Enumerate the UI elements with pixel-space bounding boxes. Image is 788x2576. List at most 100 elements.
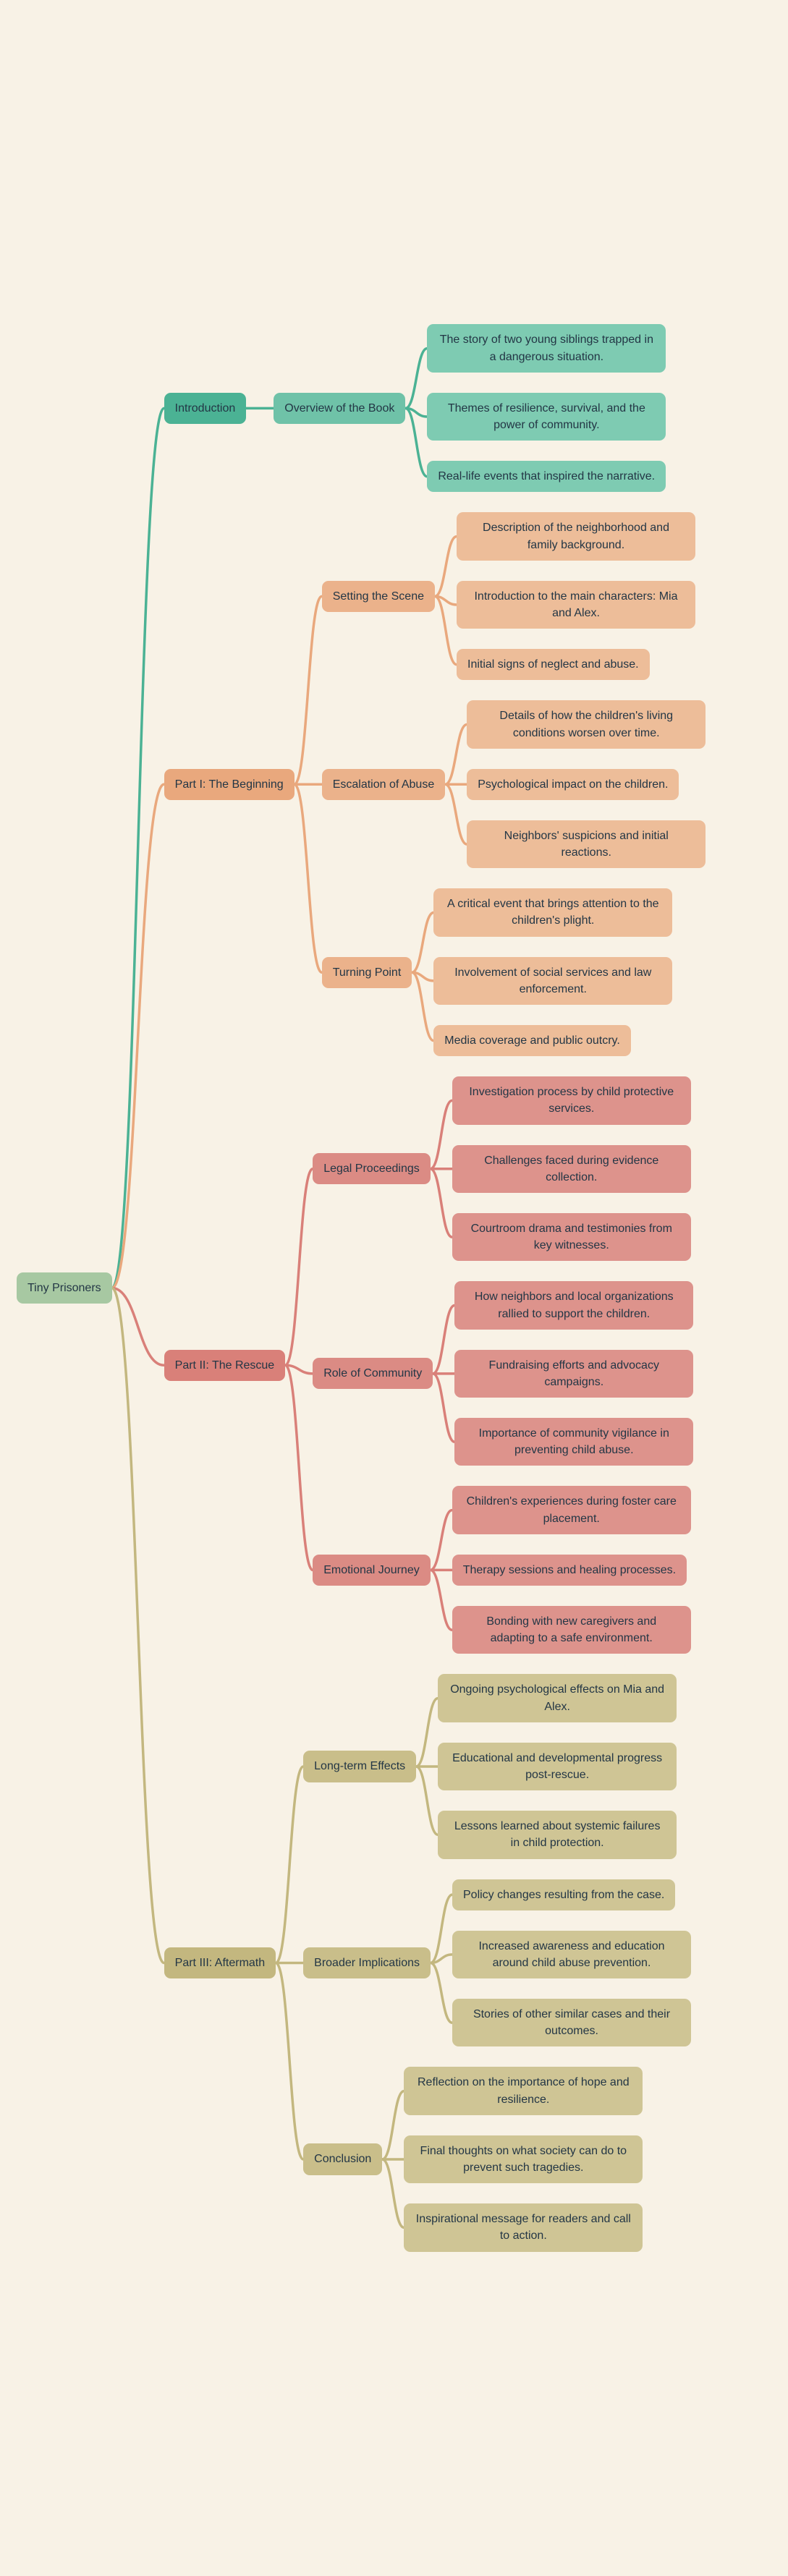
children-group: Setting the Scene Description of the neig…	[321, 512, 706, 1057]
node-final-thoughts-on-what-society-can-do-to-prevent[interactable]: Final thoughts on what society can do to…	[404, 2135, 643, 2184]
mindmap-branch-row: Overview of the Book The story of two you…	[274, 324, 666, 493]
children-group: Introduction Overview of the Book The stor…	[164, 324, 706, 2252]
node-a-critical-event-that-brings-attention-to-the-ch[interactable]: A critical event that brings attention t…	[433, 888, 673, 937]
node-courtroom-drama-and-testimonies-from-key-witness[interactable]: Courtroom drama and testimonies from key…	[452, 1212, 691, 1262]
mindmap-branch-row: Investigation process by child protectiv…	[452, 1076, 691, 1125]
node-ongoing-psychological-effects-on-mia-and-alex[interactable]: Ongoing psychological effects on Mia and…	[438, 1674, 677, 1722]
children-group: Description of the neighborhood and fami…	[457, 512, 695, 681]
mindmap-branch-row: Therapy sessions and healing processes.	[452, 1554, 691, 1586]
mindmap-branch-row: Neighbors' suspicions and initial reacti…	[467, 820, 706, 869]
mindmap-branch-row: Fundraising efforts and advocacy campaig…	[454, 1349, 694, 1398]
node-long-term-effects[interactable]: Long-term Effects	[303, 1751, 417, 1782]
mindmap-branch-row: Inspirational message for readers and ca…	[404, 2203, 643, 2252]
node-broader-implications[interactable]: Broader Implications	[303, 1947, 431, 1979]
mindmap-branch-row: Reflection on the importance of hope and…	[404, 2067, 643, 2115]
children-group: Children's experiences during foster car…	[452, 1486, 691, 1654]
mindmap-branch-row: Conclusion Reflection on the importance o…	[303, 2067, 691, 2252]
children-group: The story of two young siblings trapped …	[427, 324, 666, 493]
mindmap-branch-row: Long-term Effects Ongoing psychological e…	[303, 1674, 691, 1859]
node-policy-changes-resulting-from-the-case[interactable]: Policy changes resulting from the case.	[452, 1879, 676, 1910]
node-introduction[interactable]: Introduction	[164, 392, 247, 424]
node-turning-point[interactable]: Turning Point	[321, 956, 412, 988]
mindmap-branch-row: Increased awareness and education around…	[452, 1930, 691, 1979]
children-group: Policy changes resulting from the case. I…	[452, 1879, 691, 2047]
node-conclusion[interactable]: Conclusion	[303, 2143, 383, 2175]
children-group: Investigation process by child protectiv…	[452, 1076, 691, 1262]
node-description-of-the-neighborhood-and-family-backg[interactable]: Description of the neighborhood and fami…	[457, 512, 695, 561]
mindmap-branch-row: Initial signs of neglect and abuse.	[457, 649, 695, 681]
mindmap-branch-row: Description of the neighborhood and fami…	[457, 512, 695, 561]
node-therapy-sessions-and-healing-processes[interactable]: Therapy sessions and healing processes.	[452, 1554, 687, 1586]
node-setting-the-scene[interactable]: Setting the Scene	[321, 580, 435, 612]
node-media-coverage-and-public-outcry[interactable]: Media coverage and public outcry.	[433, 1025, 631, 1057]
node-escalation-of-abuse[interactable]: Escalation of Abuse	[321, 768, 446, 800]
mindmap-branch-row: Final thoughts on what society can do to…	[404, 2135, 643, 2184]
children-group: Ongoing psychological effects on Mia and…	[438, 1674, 677, 1859]
children-group: Legal Proceedings Investigation process b…	[313, 1076, 694, 1654]
node-fundraising-efforts-and-advocacy-campaigns[interactable]: Fundraising efforts and advocacy campaig…	[454, 1349, 694, 1398]
mindmap-branch-row: Stories of other similar cases and their…	[452, 1999, 691, 2047]
children-group: A critical event that brings attention t…	[433, 888, 673, 1057]
mindmap-branch-row: Real-life events that inspired the narra…	[427, 461, 666, 493]
node-initial-signs-of-neglect-and-abuse[interactable]: Initial signs of neglect and abuse.	[457, 649, 650, 681]
mindmap-branch-row: Broader Implications Policy changes resul…	[303, 1879, 691, 2047]
node-role-of-community[interactable]: Role of Community	[313, 1358, 433, 1390]
node-lessons-learned-about-systemic-failures-in-child[interactable]: Lessons learned about systemic failures …	[438, 1811, 677, 1859]
mindmap-branch-row: Psychological impact on the children.	[467, 768, 706, 800]
children-group: Reflection on the importance of hope and…	[404, 2067, 643, 2252]
mindmap-branch-row: Importance of community vigilance in pre…	[454, 1418, 694, 1466]
node-themes-of-resilience-survival-and-the-power-of-c[interactable]: Themes of resilience, survival, and the …	[427, 392, 666, 441]
children-group: Long-term Effects Ongoing psychological e…	[303, 1674, 691, 2252]
node-legal-proceedings[interactable]: Legal Proceedings	[313, 1153, 431, 1185]
mindmap-branch-row: Bonding with new caregivers and adapting…	[452, 1606, 691, 1654]
mindmap-branch-row: Details of how the children's living con…	[467, 700, 706, 749]
node-increased-awareness-and-education-around-child-a[interactable]: Increased awareness and education around…	[452, 1930, 691, 1979]
node-part-ii-the-rescue[interactable]: Part II: The Rescue	[164, 1349, 286, 1381]
mindmap-branch-row: Part III: Aftermath Long-term Effects Ongo…	[164, 1674, 706, 2252]
children-group: Overview of the Book The story of two you…	[274, 324, 666, 493]
node-bonding-with-new-caregivers-and-adapting-to-a-sa[interactable]: Bonding with new caregivers and adapting…	[452, 1606, 691, 1654]
mindmap-branch-row: Introduction to the main characters: Mia…	[457, 580, 695, 629]
node-involvement-of-social-services-and-law-enforceme[interactable]: Involvement of social services and law e…	[433, 956, 673, 1005]
node-details-of-how-the-children-s-living-conditions-[interactable]: Details of how the children's living con…	[467, 700, 706, 749]
mindmap-branch-row: Ongoing psychological effects on Mia and…	[438, 1674, 677, 1722]
mindmap-branch-row: How neighbors and local organizations ra…	[454, 1281, 694, 1330]
node-introduction-to-the-main-characters-mia-and-alex[interactable]: Introduction to the main characters: Mia…	[457, 580, 695, 629]
node-children-s-experiences-during-foster-care-placem[interactable]: Children's experiences during foster car…	[452, 1486, 691, 1534]
mindmap-tree: Tiny Prisoners Introduction Overview of th…	[17, 324, 706, 2252]
mindmap-branch-row: Introduction Overview of the Book The stor…	[164, 324, 706, 493]
node-tiny-prisoners[interactable]: Tiny Prisoners	[17, 1272, 112, 1304]
mindmap-branch-row: Policy changes resulting from the case.	[452, 1879, 691, 1910]
mindmap-branch-row: Emotional Journey Children's experiences …	[313, 1486, 693, 1654]
children-group: Details of how the children's living con…	[467, 700, 706, 869]
mindmap-branch-row: Courtroom drama and testimonies from key…	[452, 1212, 691, 1262]
mindmap-branch-row: Turning Point A critical event that bring…	[321, 888, 706, 1057]
mindmap-branch-row: Involvement of social services and law e…	[433, 956, 673, 1005]
node-investigation-process-by-child-protective-servic[interactable]: Investigation process by child protectiv…	[452, 1076, 691, 1125]
mindmap-branch-row: Legal Proceedings Investigation process b…	[313, 1076, 693, 1262]
node-part-iii-aftermath[interactable]: Part III: Aftermath	[164, 1947, 276, 1979]
mindmap-branch-row: A critical event that brings attention t…	[433, 888, 673, 937]
mindmap-branch-row: Setting the Scene Description of the neig…	[321, 512, 706, 681]
node-educational-and-developmental-progress-post-resc[interactable]: Educational and developmental progress p…	[438, 1742, 677, 1791]
mindmap-branch-row: Challenges faced during evidence collect…	[452, 1144, 691, 1193]
node-emotional-journey[interactable]: Emotional Journey	[313, 1554, 431, 1586]
mindmap-branch-row: The story of two young siblings trapped …	[427, 324, 666, 373]
children-group: How neighbors and local organizations ra…	[454, 1281, 694, 1466]
node-how-neighbors-and-local-organizations-rallied-to[interactable]: How neighbors and local organizations ra…	[454, 1281, 694, 1330]
node-part-i-the-beginning[interactable]: Part I: The Beginning	[164, 768, 295, 800]
mindmap-branch-row: Themes of resilience, survival, and the …	[427, 392, 666, 441]
node-neighbors-suspicions-and-initial-reactions[interactable]: Neighbors' suspicions and initial reacti…	[467, 820, 706, 869]
node-importance-of-community-vigilance-in-preventing-[interactable]: Importance of community vigilance in pre…	[454, 1418, 694, 1466]
node-overview-of-the-book[interactable]: Overview of the Book	[274, 392, 406, 424]
node-challenges-faced-during-evidence-collection[interactable]: Challenges faced during evidence collect…	[452, 1144, 691, 1193]
node-the-story-of-two-young-siblings-trapped-in-a-dan[interactable]: The story of two young siblings trapped …	[427, 324, 666, 373]
node-reflection-on-the-importance-of-hope-and-resilie[interactable]: Reflection on the importance of hope and…	[404, 2067, 643, 2115]
node-real-life-events-that-inspired-the-narrative[interactable]: Real-life events that inspired the narra…	[427, 461, 666, 493]
node-psychological-impact-on-the-children[interactable]: Psychological impact on the children.	[467, 768, 679, 800]
mindmap-branch-row: Children's experiences during foster car…	[452, 1486, 691, 1534]
node-inspirational-message-for-readers-and-call-to-ac[interactable]: Inspirational message for readers and ca…	[404, 2203, 643, 2252]
node-stories-of-other-similar-cases-and-their-outcome[interactable]: Stories of other similar cases and their…	[452, 1999, 691, 2047]
